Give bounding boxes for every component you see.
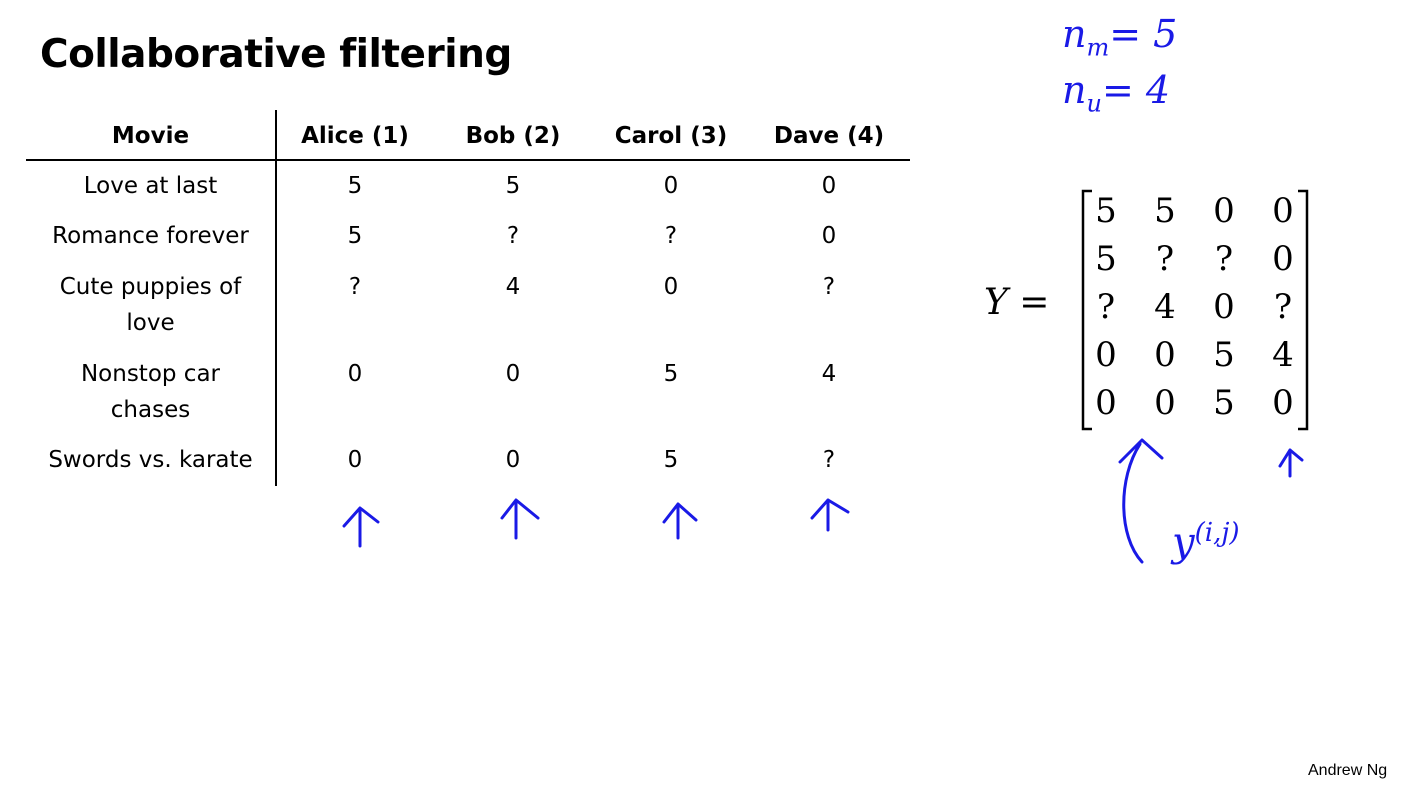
matrix-cell: 0 xyxy=(1154,383,1176,423)
rating-cell: 0 xyxy=(663,173,679,199)
equals-sign: = xyxy=(1019,282,1050,323)
handwritten-rating-symbol: y(i,j) xyxy=(1172,518,1240,566)
ratings-table: Movie Alice (1) Bob (2) Carol (3) Dave (… xyxy=(26,110,910,488)
header-alice: Alice (1) xyxy=(301,123,409,149)
author-credit: Andrew Ng xyxy=(1308,762,1388,779)
matrix-cell: 0 xyxy=(1213,287,1235,327)
matrix-cell: 0 xyxy=(1095,335,1117,375)
rating-cell: ? xyxy=(506,223,520,249)
movie-column-divider xyxy=(275,110,277,486)
matrix-cell: 0 xyxy=(1095,383,1117,423)
rating-cell: 0 xyxy=(347,447,363,473)
curved-arrow-icon xyxy=(1118,438,1164,564)
header-bob: Bob (2) xyxy=(465,123,561,149)
rating-cell: 0 xyxy=(663,274,679,300)
matrix-cell: 0 xyxy=(1272,239,1294,279)
up-arrow-icon xyxy=(500,498,540,540)
up-arrow-icon xyxy=(810,498,850,532)
matrix-cell: 5 xyxy=(1095,191,1117,231)
movie-title: Love at last xyxy=(83,173,218,199)
matrix-cell: 0 xyxy=(1272,191,1294,231)
slide-title: Collaborative filtering xyxy=(40,32,512,77)
matrix-cell: ? xyxy=(1273,287,1293,327)
rating-cell: 5 xyxy=(663,447,679,473)
matrix-variable: Y xyxy=(984,282,1008,323)
rating-cell: 0 xyxy=(505,447,521,473)
matrix-cell: ? xyxy=(1096,287,1116,327)
rating-cell: 5 xyxy=(505,173,521,199)
rating-cell: 0 xyxy=(821,173,837,199)
matrix-cell: ? xyxy=(1155,239,1175,279)
rating-cell: 5 xyxy=(347,173,363,199)
movie-title: Nonstop car xyxy=(80,361,221,387)
rating-cell: 0 xyxy=(505,361,521,387)
rating-cell: ? xyxy=(822,447,836,473)
matrix-cell: 4 xyxy=(1154,287,1176,327)
rating-cell: 5 xyxy=(347,223,363,249)
matrix-cell: 5 xyxy=(1213,335,1235,375)
rating-cell: ? xyxy=(822,274,836,300)
rating-cell: 5 xyxy=(663,361,679,387)
matrix-cell: 0 xyxy=(1213,191,1235,231)
header-dave: Dave (4) xyxy=(773,123,885,149)
matrix-cell: 0 xyxy=(1154,335,1176,375)
movie-title: Swords vs. karate xyxy=(48,447,253,473)
matrix-cell: 5 xyxy=(1095,239,1117,279)
header-divider xyxy=(26,159,910,161)
matrix-equation-lhs: Y = xyxy=(984,282,1049,323)
up-arrow-icon xyxy=(342,506,380,548)
rating-cell: 4 xyxy=(505,274,521,300)
movie-title: Romance forever xyxy=(52,223,249,249)
matrix-cell: 5 xyxy=(1154,191,1176,231)
rating-cell: 0 xyxy=(347,361,363,387)
matrix-brackets xyxy=(1081,189,1309,431)
rating-cell: ? xyxy=(664,223,678,249)
movie-title: Cute puppies of xyxy=(59,274,242,300)
rating-cell: 4 xyxy=(821,361,837,387)
header-movie: Movie xyxy=(111,123,190,149)
matrix-cell: 4 xyxy=(1272,335,1294,375)
matrix-cell: 0 xyxy=(1272,383,1294,423)
movie-title-line2: chases xyxy=(110,397,191,423)
up-arrow-icon xyxy=(1278,448,1304,478)
rating-cell: ? xyxy=(348,274,362,300)
up-arrow-icon xyxy=(662,502,698,540)
header-carol: Carol (3) xyxy=(614,123,728,149)
movie-title-line2: love xyxy=(126,310,175,336)
handwritten-num-movies: nm= 5 xyxy=(1062,12,1178,62)
handwritten-num-users: nu= 4 xyxy=(1062,68,1171,118)
matrix-cell: 5 xyxy=(1213,383,1235,423)
matrix-cell: ? xyxy=(1214,239,1234,279)
rating-cell: 0 xyxy=(821,223,837,249)
